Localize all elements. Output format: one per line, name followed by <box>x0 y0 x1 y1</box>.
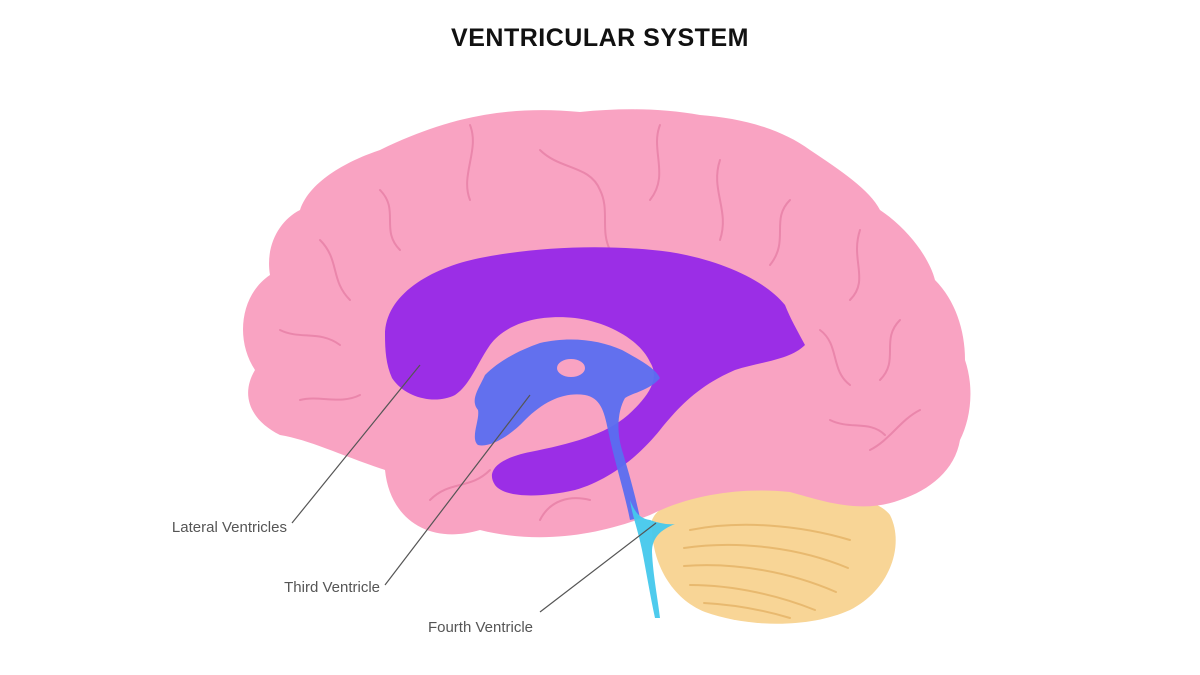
third-ventricle-opening <box>557 359 585 377</box>
label-third-ventricle: Third Ventricle <box>284 579 380 596</box>
cerebellum <box>651 490 896 624</box>
leader-line-fourth <box>539 522 657 613</box>
leader-line-lateral <box>291 364 421 524</box>
label-fourth-ventricle: Fourth Ventricle <box>428 619 533 636</box>
cerebrum-folds <box>279 124 921 521</box>
cerebellum-shape <box>651 490 896 624</box>
third-ventricle <box>474 339 660 520</box>
lateral-ventricles <box>385 247 805 496</box>
label-lateral-ventricles: Lateral Ventricles <box>172 519 287 536</box>
leader-lines <box>291 364 657 613</box>
diagram-title: VENTRICULAR SYSTEM <box>451 24 749 52</box>
cerebellum-folds <box>683 523 851 619</box>
leader-line-third <box>384 394 531 586</box>
fourth-ventricle <box>630 500 675 618</box>
